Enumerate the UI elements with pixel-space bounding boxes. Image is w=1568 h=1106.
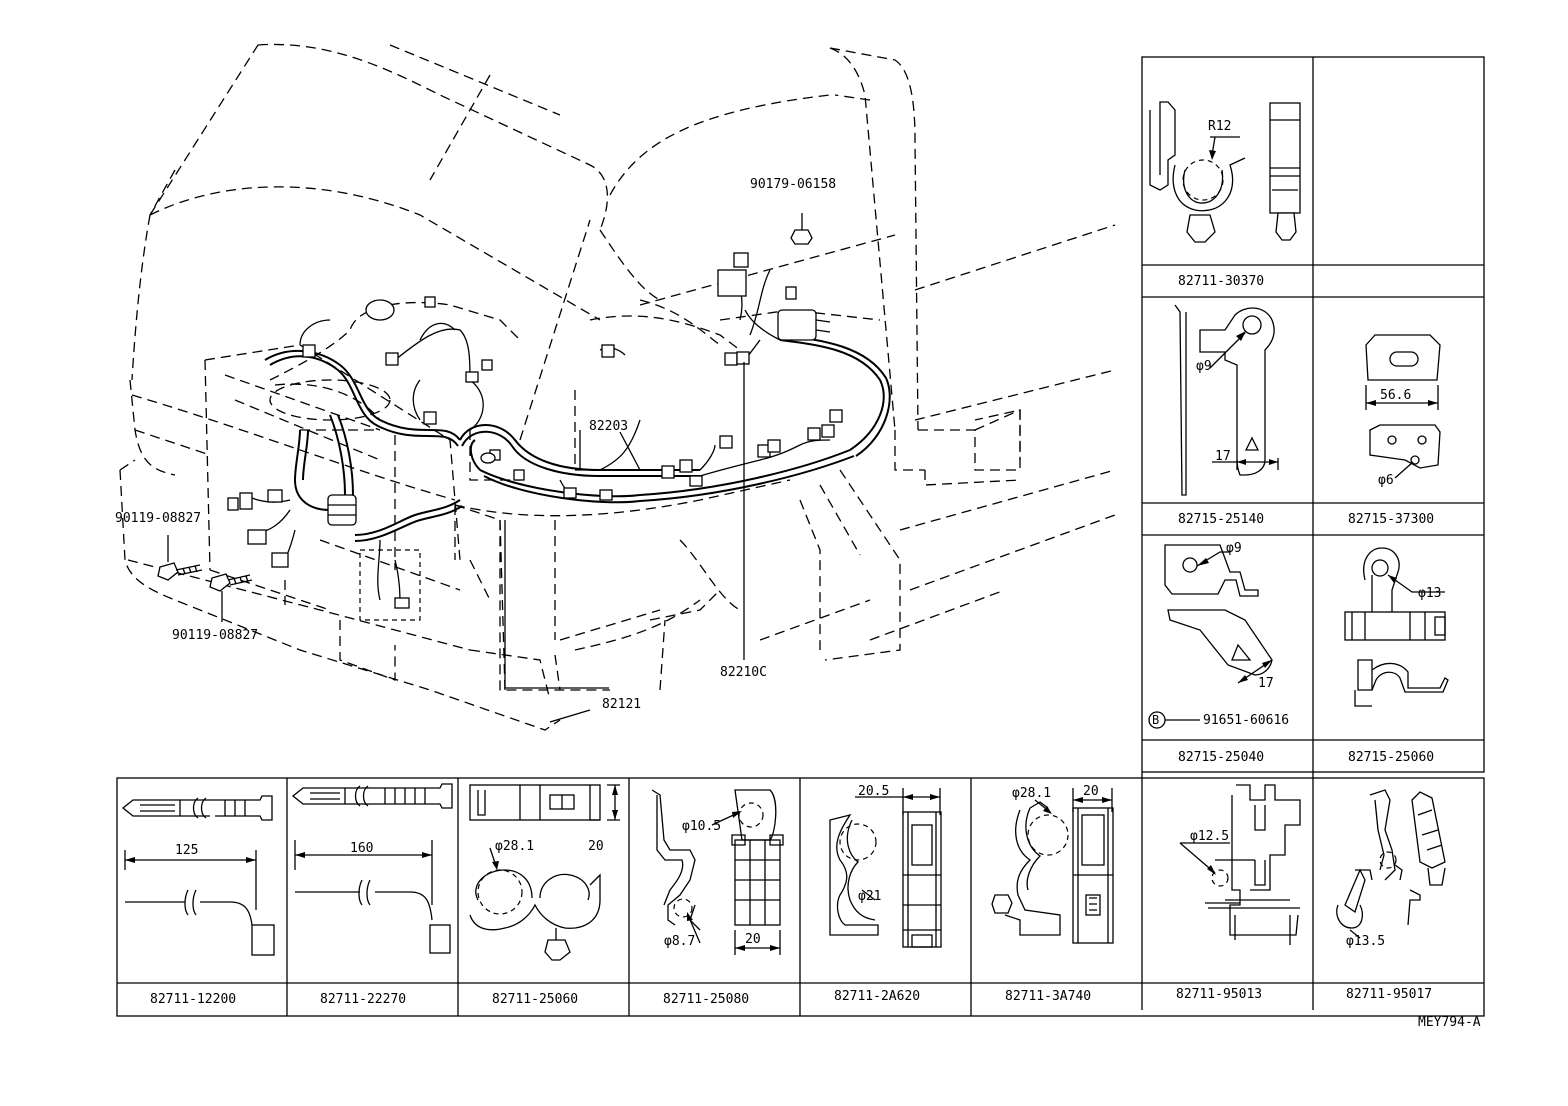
dim-20-b: 20 — [745, 932, 761, 947]
bolt-90119-08827-right — [209, 573, 253, 622]
bolt-90119-08827-left — [157, 535, 203, 581]
clip-82711-2A620: φ21 20.5 — [829, 784, 942, 948]
part-82715-25140: 82715-25140 — [1178, 512, 1264, 527]
clip-82711-25060: 20 φ28.1 — [469, 784, 620, 961]
dim-phi13-5: φ13.5 — [1346, 934, 1385, 949]
main-callout-labels: 90179-06158 82203 90119-08827 90119-0882… — [115, 177, 836, 712]
clip-82711-3A740: φ28.1 20 — [991, 784, 1114, 944]
part-82711-3a740: 82711-3A740 — [1005, 989, 1091, 1004]
callout-90179-06158: 90179-06158 — [750, 177, 836, 192]
dim-17-b: 17 — [1258, 676, 1274, 691]
dim-phi21: φ21 — [858, 889, 881, 904]
callout-leaders — [504, 362, 745, 723]
band-82711-22270: 160 — [291, 783, 453, 954]
part-82711-25080: 82711-25080 — [663, 992, 749, 1007]
callout-90119-08827-b: 90119-08827 — [172, 628, 258, 643]
truck-cab-drawing — [119, 43, 1116, 731]
bottom-parts-panel: 125 82711-12200 160 82711-22270 — [116, 772, 1485, 1017]
bracket-82715-37300: 56.6 φ6 — [1365, 334, 1441, 488]
callout-82121: 82121 — [602, 697, 641, 712]
part-82711-2a620: 82711-2A620 — [834, 989, 920, 1004]
dim-phi6: φ6 — [1378, 473, 1394, 488]
wire-harness — [244, 269, 891, 606]
part-82715-25060: 82715-25060 — [1348, 750, 1434, 765]
callout-82210c: 82210C — [720, 665, 767, 680]
band-82711-12200: 125 — [121, 795, 275, 956]
callout-82203: 82203 — [589, 419, 628, 434]
part-82711-95017: 82711-95017 — [1346, 987, 1432, 1002]
dim-phi12-5: φ12.5 — [1190, 829, 1229, 844]
part-82715-25040: 82715-25040 — [1178, 750, 1264, 765]
right-parts-panel: R12 82711-30370 φ9 17 82715-25140 — [1141, 56, 1485, 773]
clip-82711-30370: R12 — [1149, 101, 1301, 243]
clip-82711-95017: φ13.5 — [1336, 789, 1446, 949]
dim-phi13: φ13 — [1418, 586, 1441, 601]
dim-20-a: 20 — [588, 839, 604, 854]
dim-phi28-1-a: φ28.1 — [495, 839, 534, 854]
part-82711-25060: 82711-25060 — [492, 992, 578, 1007]
dim-56-6: 56.6 — [1380, 388, 1411, 403]
clip-82715-25060: φ13 — [1344, 547, 1449, 707]
dim-160: 160 — [350, 841, 373, 856]
nut-90179-06158 — [790, 213, 813, 245]
part-82715-37300: 82715-37300 — [1348, 512, 1434, 527]
bracket-82715-25040: φ9 17 B 91651-60616 — [1148, 541, 1289, 729]
bracket-82715-25140: φ9 17 — [1174, 304, 1279, 496]
dim-phi8-7: φ8.7 — [664, 934, 695, 949]
part-82711-12200: 82711-12200 — [150, 992, 236, 1007]
figure-code: MEY794-A — [1418, 1015, 1481, 1030]
part-82711-22270: 82711-22270 — [320, 992, 406, 1007]
dim-phi28-1-b: φ28.1 — [1012, 786, 1051, 801]
bolt-91651-60616: 91651-60616 — [1203, 713, 1289, 728]
dim-phi10-5: φ10.5 — [682, 819, 721, 834]
dim-20-5: 20.5 — [858, 784, 889, 799]
dim-20-c: 20 — [1083, 784, 1099, 799]
dim-125: 125 — [175, 843, 198, 858]
clip-82711-25080: φ10.5 φ8.7 20 — [651, 789, 784, 955]
part-82711-30370: 82711-30370 — [1178, 274, 1264, 289]
callout-90119-08827-a: 90119-08827 — [115, 511, 201, 526]
bolt-symbol: B — [1152, 713, 1159, 727]
dim-phi9-a: φ9 — [1196, 359, 1212, 374]
harness-connectors — [227, 252, 843, 609]
part-82711-95013: 82711-95013 — [1176, 987, 1262, 1002]
clip-82711-95013: φ12.5 — [1179, 784, 1301, 945]
dim-phi9-b: φ9 — [1226, 541, 1242, 556]
dim-r12: R12 — [1208, 119, 1231, 134]
dim-17-a: 17 — [1215, 449, 1231, 464]
